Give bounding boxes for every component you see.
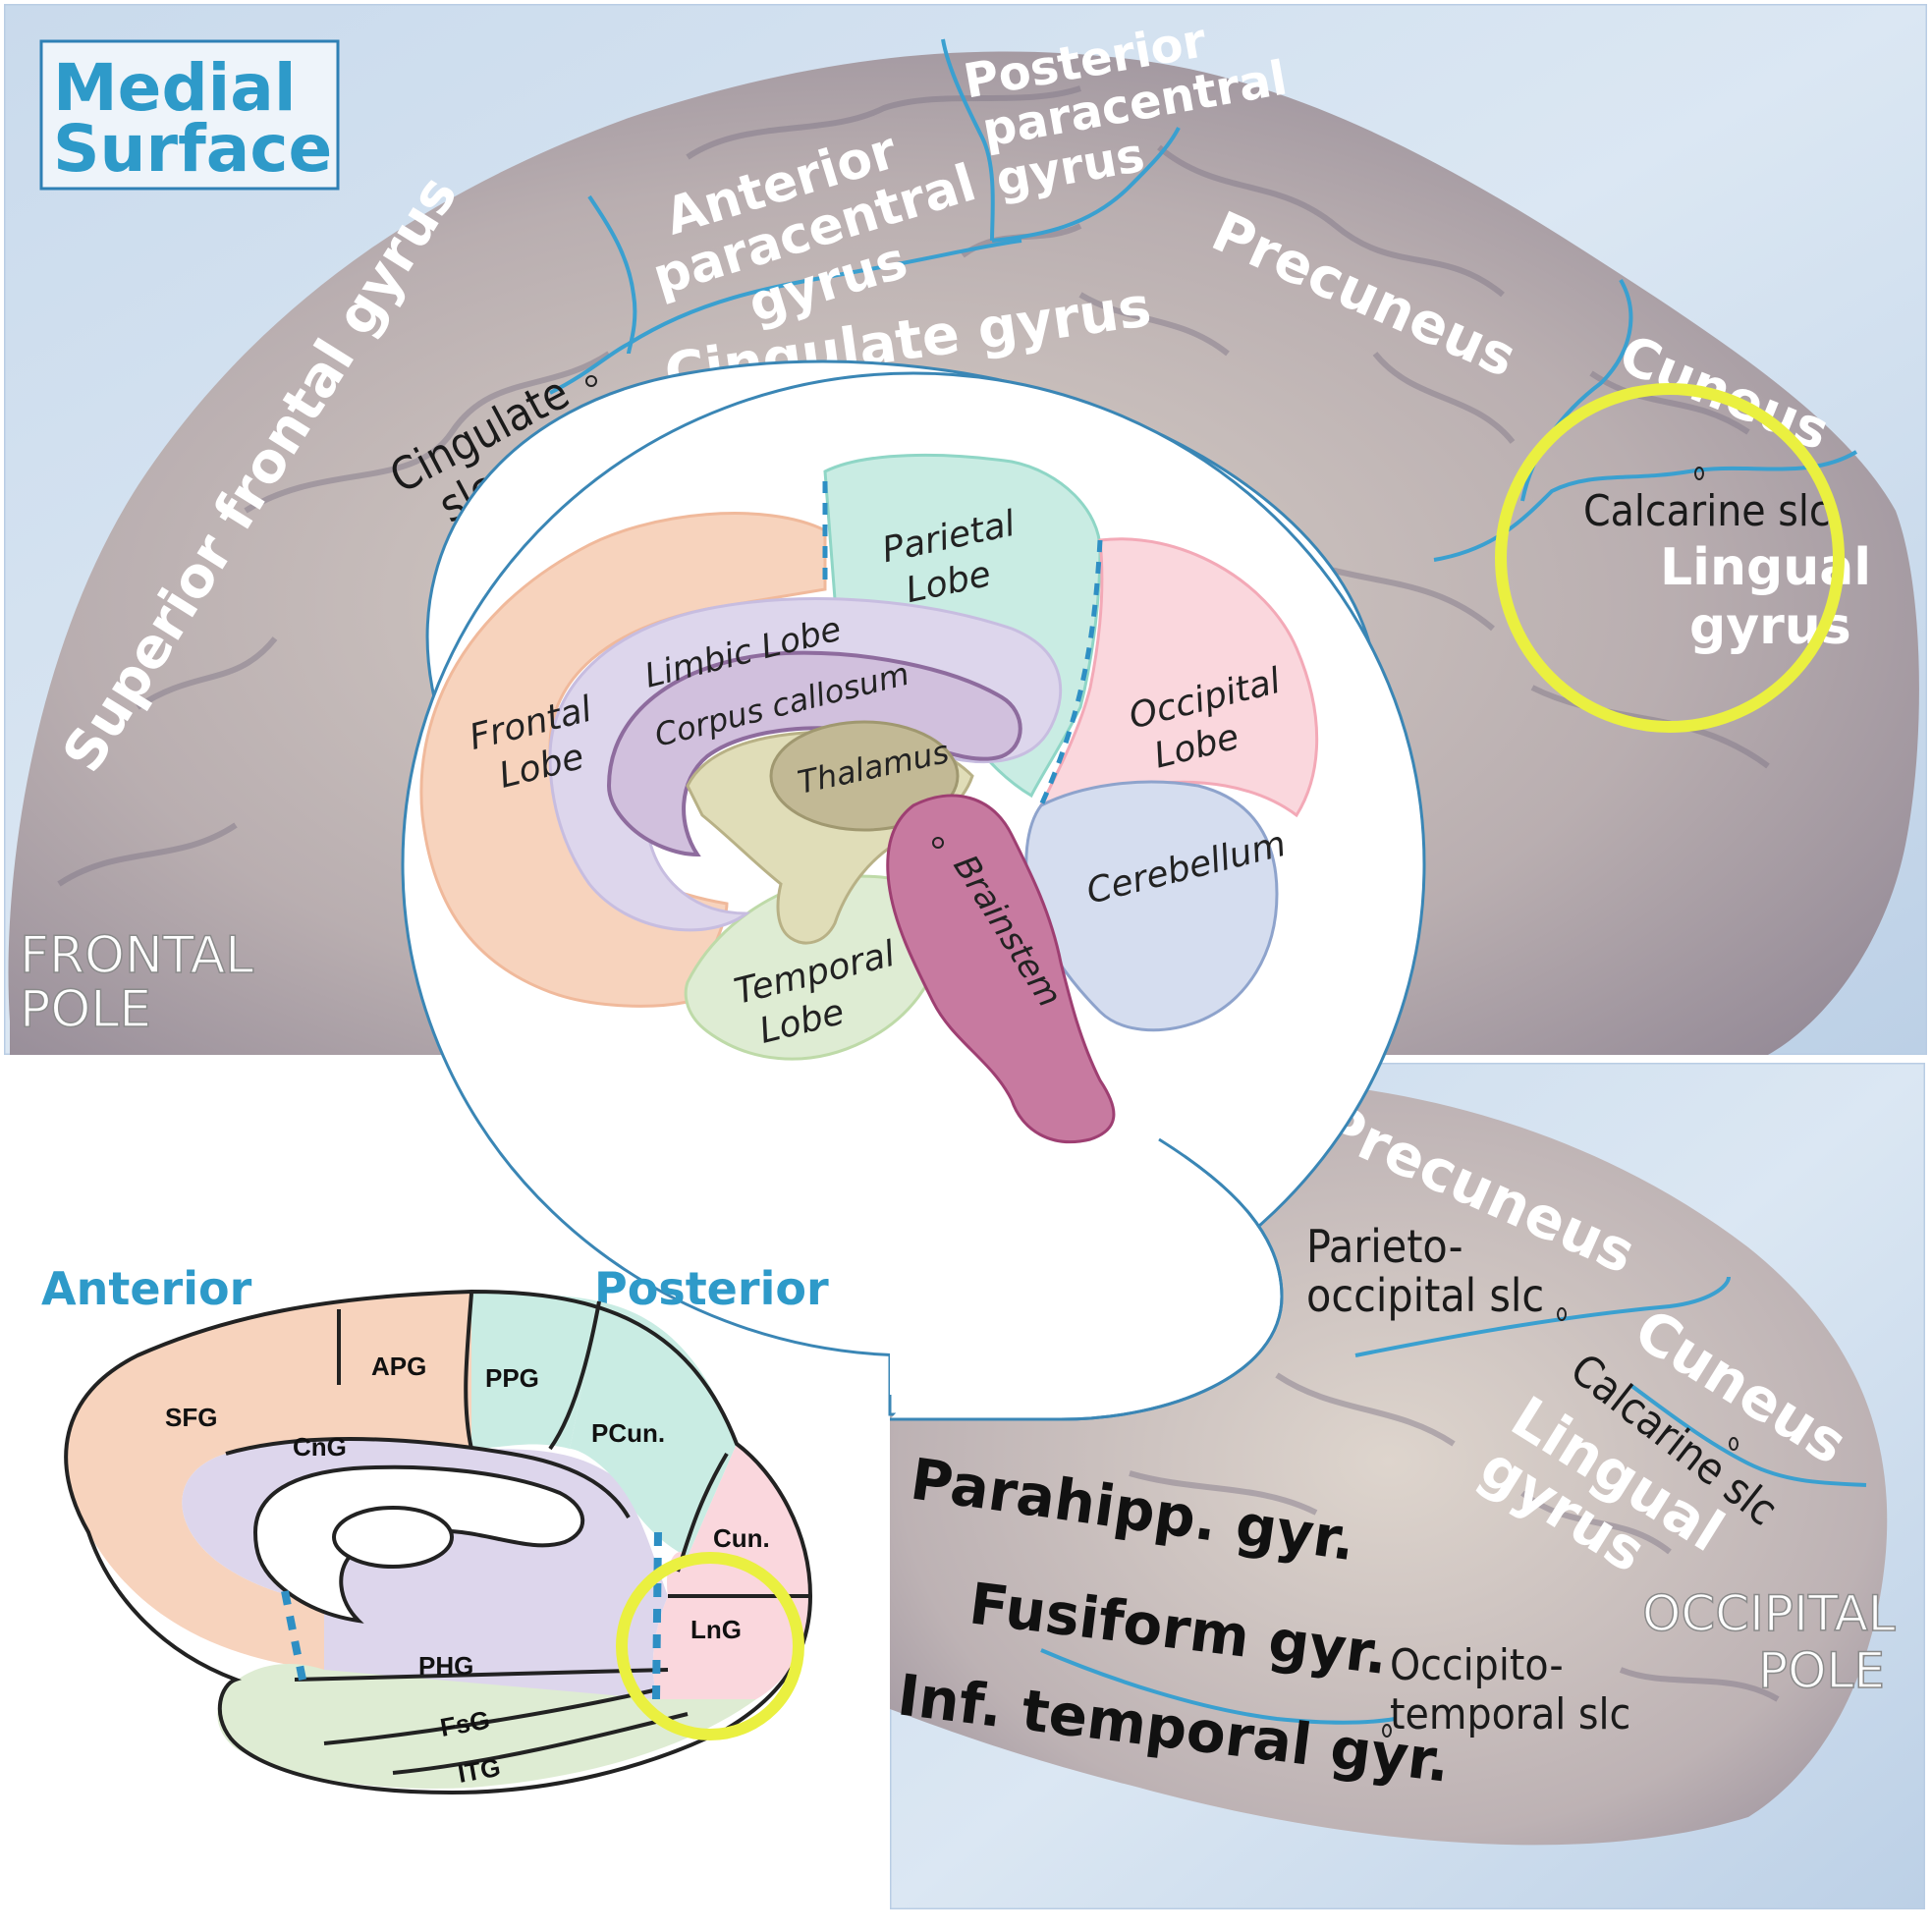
svg-text:OCCIPITAL: OCCIPITAL	[1642, 1585, 1896, 1642]
ppg-label: PPG	[485, 1363, 539, 1393]
brainstem-shape	[886, 794, 1116, 1144]
schematic-boundary-dashes	[281, 1531, 662, 1700]
paracentral-boundary-line	[991, 127, 1181, 243]
svg-text:POLE: POLE	[20, 980, 151, 1039]
thalamus-shape	[769, 720, 960, 832]
occipitotemporal-line	[1040, 1648, 1396, 1725]
cingulate-sulcus-marker	[585, 375, 597, 387]
gyri-schematic: Anterior Posterior SFG APG PPG	[41, 1262, 829, 1795]
svg-text:temporal slc: temporal slc	[1390, 1689, 1630, 1739]
occipitotemporal-sulcus-label: Occipito- temporal slc	[1390, 1640, 1630, 1739]
cingulate-sulcus-line	[549, 239, 1022, 395]
lng-region	[652, 1596, 810, 1699]
svg-text:Surface: Surface	[53, 111, 332, 187]
medial-surface-title: Medial Surface	[39, 39, 340, 191]
occipital-lobe-shape	[1038, 537, 1319, 818]
svg-text:Occipito-: Occipito-	[1390, 1640, 1564, 1690]
svg-text:Parieto-: Parieto-	[1306, 1220, 1463, 1273]
schematic-outlines	[64, 1289, 813, 1795]
cun-label: Cun.	[713, 1523, 770, 1553]
thalamus-hole	[332, 1506, 454, 1569]
apg-label: APG	[371, 1352, 426, 1381]
parieto-occipital-label: Parieto- occipital slc	[1306, 1220, 1544, 1322]
bottom-sulcus-lines	[1040, 1276, 1867, 1725]
posterior-heading: Posterior	[594, 1262, 829, 1315]
calcarine-sulcus-label-top: Calcarine slc	[1583, 486, 1831, 536]
svg-text:FRONTAL: FRONTAL	[20, 926, 253, 985]
lobe-boundary-dashes	[822, 481, 1103, 807]
lingual-highlight-ring-schematic	[616, 1552, 804, 1740]
sfg-label: SFG	[165, 1403, 217, 1432]
paracentral-sulcus-line	[587, 194, 637, 355]
sfg-region	[66, 1292, 472, 1670]
brainstem-marker	[932, 837, 944, 849]
lobe-callout: Frontal Lobe Parietal Lobe Limbic Lobe C…	[401, 359, 1426, 1421]
anterior-heading: Anterior	[41, 1262, 252, 1315]
frontal-pole-label: FRONTAL POLE	[19, 925, 254, 1040]
pcun-label: PCun.	[591, 1418, 665, 1448]
parieto-occipital-marker	[1557, 1307, 1567, 1321]
cng-label: CnG	[293, 1432, 347, 1462]
calcarine-marker-bottom	[1729, 1437, 1739, 1451]
occipitotemporal-marker	[1382, 1724, 1392, 1738]
phg-label: PHG	[418, 1651, 473, 1681]
svg-text:Medial: Medial	[53, 50, 296, 126]
occipital-pole-label: OCCIPITAL POLE	[1641, 1584, 1896, 1700]
pcun-region	[570, 1301, 737, 1557]
corpus-callosum-hole	[252, 1464, 585, 1624]
svg-text:occipital slc: occipital slc	[1306, 1269, 1544, 1322]
itg-label: ITG	[456, 1752, 503, 1789]
posterior-paracentral-line	[941, 38, 995, 242]
ppg-region	[471, 1292, 599, 1449]
calcarine-marker-top	[1694, 467, 1704, 480]
parieto-occipital-line-bottom	[1354, 1276, 1731, 1357]
lingual-highlight-ring-top	[1495, 383, 1845, 733]
svg-text:POLE: POLE	[1758, 1642, 1885, 1699]
calcarine-line-bottom	[1628, 1383, 1867, 1487]
temporal-regions	[217, 1664, 757, 1789]
lng-label: LnG	[690, 1615, 742, 1644]
